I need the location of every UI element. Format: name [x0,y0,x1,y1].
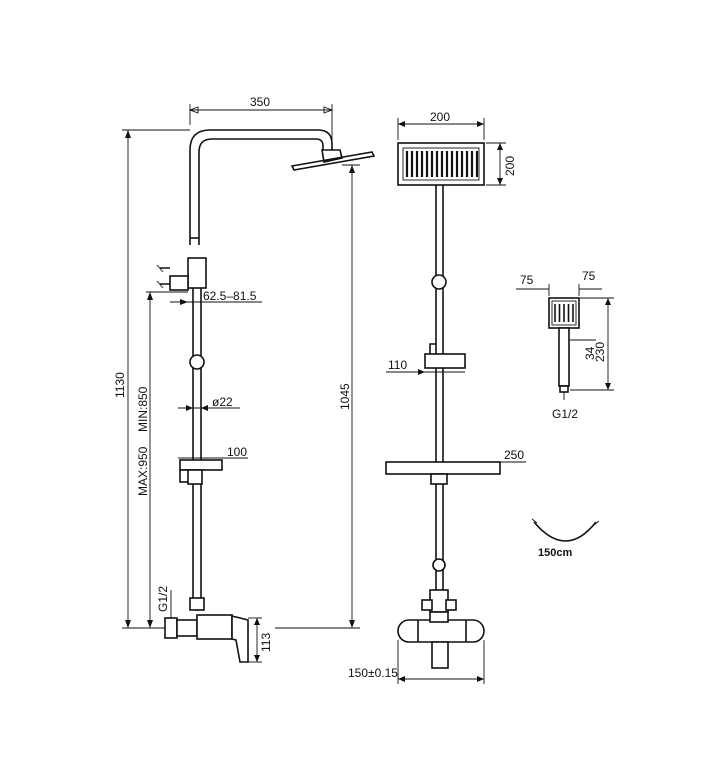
dim-holder-front: 110 [388,358,407,372]
dim-slide-max: MAX:950 [136,446,150,496]
dim-total-height: 1130 [113,372,127,398]
dim-mixer-height: 113 [259,633,273,652]
dim-wall-bracket: 62.5–81.5 [203,289,257,303]
head-nozzles [405,151,479,177]
dim-hand-head-depth: 75 [582,269,596,283]
dim-head-depth: 200 [503,156,517,176]
dim-hand-length: 230 [593,342,607,362]
wall-bracket [169,275,189,291]
dim-hose-length: 150cm [538,547,572,559]
side-view: 350 1130 MAX:950 MIN:850 62.5–81.5 ø22 1… [113,95,376,663]
mixer-front [397,611,485,669]
hand-nozzles [554,304,574,322]
dim-center-distance: 150±0.15 [348,666,398,680]
pipe-knob [189,354,205,370]
dim-shelf-width: 250 [504,448,524,462]
dim-arm-length: 350 [250,95,270,109]
mixer-side [164,614,249,663]
shelf-front [385,461,501,475]
dim-hand-inlet: G1/2 [552,407,578,421]
hose: 150cm [531,518,600,559]
dim-head-width: 200 [430,110,450,124]
hand-holder-side [179,459,223,471]
hand-shower-handle [558,327,570,387]
dim-hand-head-width: 75 [520,273,534,287]
hand-holder-front [424,353,466,369]
shower-arm [189,129,333,245]
shower-head-side [290,151,376,171]
dim-slide-min: MIN:850 [136,386,150,432]
dim-hand-handle: 34 [583,346,597,360]
dim-pipe-diameter: ø22 [212,395,233,409]
dim-holder-side: 100 [227,445,247,459]
hand-shower: 75 75 230 34 G1/2 [516,269,614,421]
hose-curve [533,521,597,542]
dim-inlet-side: G1/2 [156,586,170,612]
dim-riser-height: 1045 [338,383,352,410]
front-view: 150±0.15 200 200 110 250 [348,110,526,684]
